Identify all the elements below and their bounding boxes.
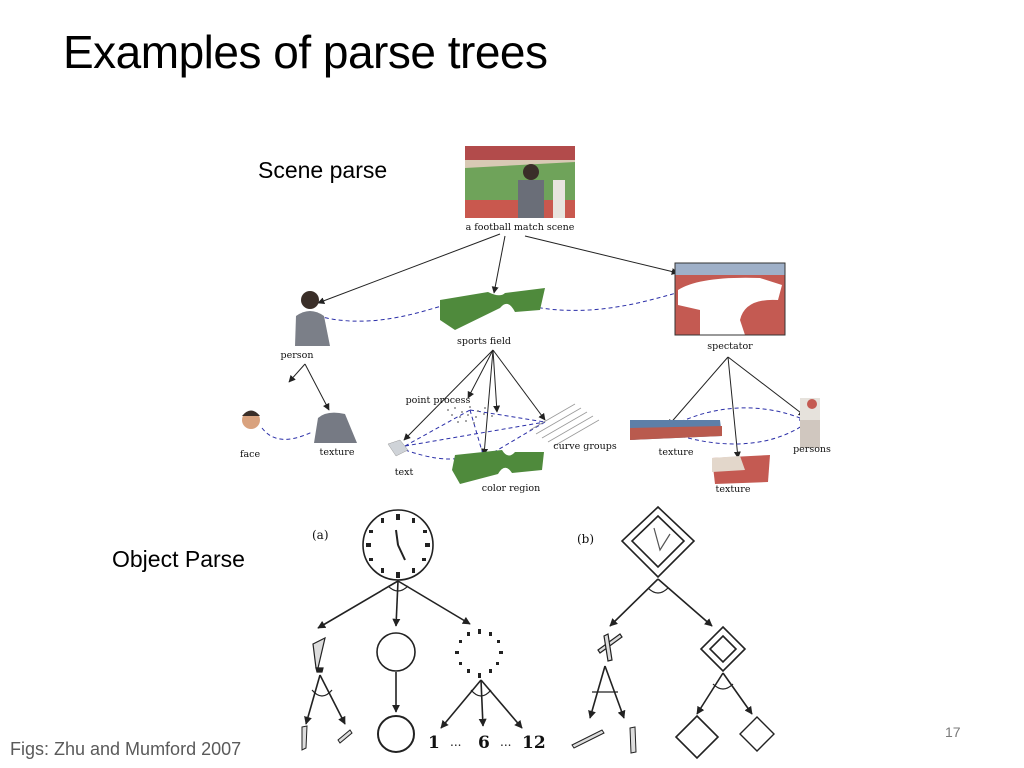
person-thumbnail <box>295 291 330 346</box>
edge-b-inner-diamond <box>722 672 753 715</box>
football-scene-thumbnail <box>465 146 575 218</box>
edge-clock-hands <box>317 580 399 629</box>
dashed-link-texture-persons-top <box>667 407 806 429</box>
ellipsis-left: ... <box>450 735 461 749</box>
dashed-link-face-texture <box>261 427 313 440</box>
edge-hands-minute <box>319 674 346 725</box>
dashed-link-texture-persons-bottom <box>667 423 806 445</box>
hand-leaf-right-icon <box>629 726 637 754</box>
edge-field-text <box>403 349 494 441</box>
node-face-label: face <box>240 449 261 460</box>
inner-diamond-leaf-icon <box>739 716 775 752</box>
tick-number-1: 1 <box>428 733 440 753</box>
scene-parse-label: Scene parse <box>258 157 388 183</box>
and-node-arc-b <box>647 587 669 594</box>
point-process-thumbnail <box>447 406 493 424</box>
edge-hands-hour <box>304 674 321 725</box>
edge-root-spectator <box>524 235 679 275</box>
hand-leaf-left-icon <box>571 729 605 749</box>
and-node-arc-hands <box>311 689 333 697</box>
edge-b-outer-diamond <box>696 672 724 715</box>
tick-number-12: 12 <box>522 733 546 753</box>
node-texture-left-label: texture <box>659 447 694 458</box>
curve-groups-thumbnail <box>529 403 600 447</box>
node-persons-label: persons <box>793 444 831 455</box>
edge-field-color-region <box>481 349 494 456</box>
spectator-texture-left-thumbnail <box>630 420 722 440</box>
clock-hands-icon <box>312 636 326 673</box>
node-color-region-label: color region <box>482 483 540 494</box>
edge-person-face <box>288 363 306 383</box>
edge-field-curve-mid <box>492 349 501 413</box>
edge-b-hands <box>609 578 659 627</box>
clock-frame-icon <box>376 632 416 672</box>
node-sports-field-label: sports field <box>457 336 511 347</box>
clock-icon <box>362 509 434 581</box>
crossed-hands-icon <box>597 633 623 662</box>
hour-hand-icon <box>301 725 308 751</box>
edge-field-point-process <box>467 349 494 399</box>
dashed-link-person-field <box>317 304 446 322</box>
persons-thumbnail <box>800 398 820 448</box>
edge-spectator-texture-left <box>667 356 729 427</box>
edge-spectator-texture-bottom <box>727 356 741 459</box>
edge-clock-ticks <box>397 580 471 625</box>
face-thumbnail <box>242 410 260 429</box>
outer-diamond-leaf-icon <box>674 714 720 760</box>
diamond-clock-icon <box>620 505 696 579</box>
sports-field-region <box>440 288 545 330</box>
minute-hand-icon <box>337 729 353 744</box>
node-texture-bottom-label: texture <box>716 484 751 495</box>
root-node-label: a football match scene <box>466 222 575 233</box>
node-spectator-label: spectator <box>707 341 753 352</box>
clock-ticks-icon <box>455 629 503 678</box>
node-person-label: person <box>281 350 314 361</box>
edge-field-curve-groups <box>492 349 546 421</box>
tick-number-6: 6 <box>478 733 490 753</box>
page-number: 17 <box>945 724 961 740</box>
clock-frame-leaf-icon <box>377 715 415 753</box>
edge-clock-frame <box>392 580 401 627</box>
edge-ticks-6 <box>478 679 487 727</box>
node-point-process-label: point process <box>406 395 471 406</box>
node-texture-person-label: texture <box>320 447 355 458</box>
panel-a-label: (a) <box>312 528 329 542</box>
edge-ticks-1 <box>440 679 482 729</box>
person-texture-thumbnail <box>314 412 357 443</box>
object-parse-label: Object Parse <box>112 546 245 572</box>
edge-b-frame <box>657 578 713 627</box>
panel-b-label: (b) <box>577 532 594 546</box>
figure-caption: Figs: Zhu and Mumford 2007 <box>10 739 242 759</box>
edge-person-texture <box>304 363 330 411</box>
edge-ticks-12 <box>480 679 523 729</box>
node-curve-groups-label: curve groups <box>553 441 617 452</box>
spectator-thumbnail <box>674 262 786 336</box>
edge-spectator-persons <box>727 356 806 417</box>
edge-root-field <box>491 235 506 294</box>
object-parse-panel-a: (a) <box>301 509 546 753</box>
ellipsis-right: ... <box>500 735 511 749</box>
dashed-link-field-spectator <box>524 291 681 311</box>
slide-title: Examples of parse trees <box>63 26 548 78</box>
edge-root-person <box>317 233 501 305</box>
double-diamond-icon <box>699 625 747 673</box>
spectator-texture-bottom-thumbnail <box>712 455 770 484</box>
node-text-label: text <box>395 467 414 478</box>
text-thumbnail <box>387 439 409 457</box>
color-region-thumbnail <box>452 450 544 484</box>
scene-parse-tree: a football match scene person sports fie… <box>240 146 831 495</box>
object-parse-panel-b: (b) <box>571 505 775 760</box>
